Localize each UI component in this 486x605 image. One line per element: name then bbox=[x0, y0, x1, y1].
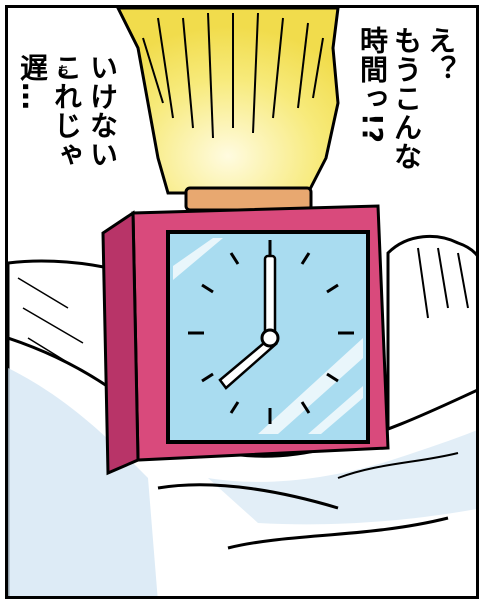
clock-hands bbox=[218, 254, 280, 390]
speech-left: いけない これじゃ 遅… bbox=[16, 53, 119, 169]
panel-illustration bbox=[8, 8, 476, 596]
hand-right bbox=[386, 234, 476, 440]
speech-left-line-2: これじゃ bbox=[50, 53, 83, 169]
comic-panel: え？ もうこんな 時間っ!? いけない これじゃ 遅… ち bbox=[5, 5, 479, 599]
speech-left-line-1: いけない bbox=[86, 53, 119, 169]
speech-left-line-3: 遅… bbox=[16, 53, 49, 111]
alarm-clock bbox=[101, 186, 390, 476]
speech-right-line-1: え？ bbox=[424, 26, 457, 84]
speech-right-line-2: もうこんな bbox=[390, 26, 423, 171]
speech-right-line-3: 時間っ!? bbox=[356, 26, 389, 145]
furigana-chi: ち bbox=[58, 64, 69, 77]
hair-shape bbox=[116, 8, 340, 195]
speech-right: え？ もうこんな 時間っ!? bbox=[356, 26, 457, 171]
